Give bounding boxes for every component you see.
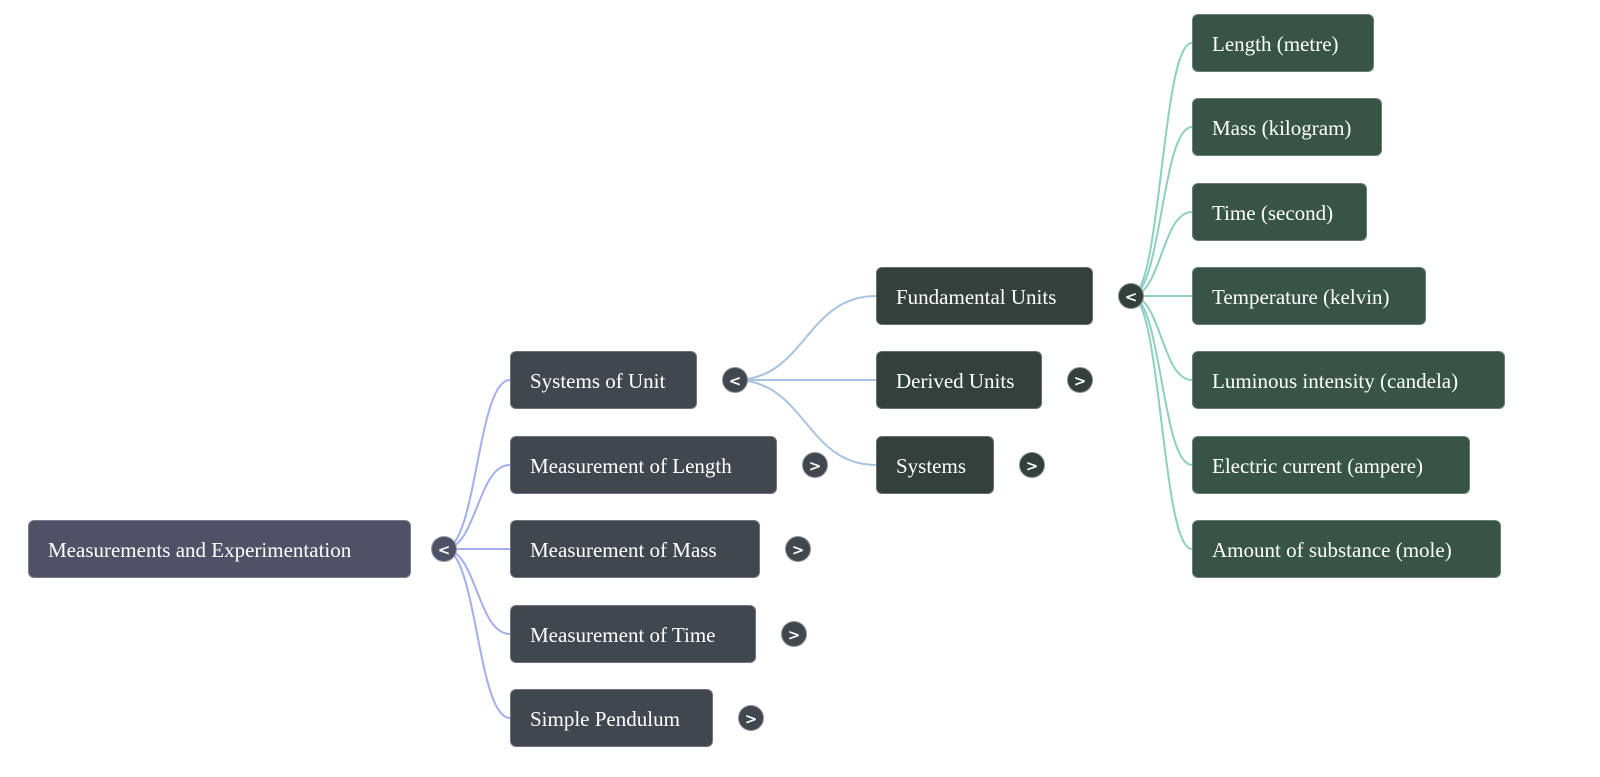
- connector-luminous-intensity: [1130, 295, 1193, 381]
- node-label: Derived Units: [896, 369, 1015, 393]
- expand-toggle-simple-pendulum[interactable]: >: [738, 705, 764, 731]
- node-label: Amount of substance (mole): [1212, 538, 1452, 562]
- node-label: Mass (kilogram): [1212, 116, 1352, 140]
- node-systems-of-unit[interactable]: Systems of Unit: [510, 351, 697, 409]
- node-measurement-of-mass[interactable]: Measurement of Mass: [510, 520, 760, 578]
- node-label: Measurement of Length: [530, 454, 732, 478]
- expand-toggle-derived-units[interactable]: >: [1067, 367, 1093, 393]
- connector-amount-of-substance: [1130, 295, 1193, 550]
- node-length-metre[interactable]: Length (metre): [1192, 14, 1374, 72]
- node-label: Systems of Unit: [530, 369, 666, 393]
- node-amount-of-substance-mole[interactable]: Amount of substance (mole): [1192, 520, 1501, 578]
- node-label: Measurement of Time: [530, 623, 716, 647]
- connector-measurement-of-time: [443, 548, 511, 635]
- node-label: Luminous intensity (candela): [1212, 369, 1459, 393]
- node-mass-kilogram[interactable]: Mass (kilogram): [1192, 98, 1382, 156]
- node-measurement-of-length[interactable]: Measurement of Length: [510, 436, 777, 494]
- connector-electric-current: [1130, 295, 1193, 466]
- node-label: Fundamental Units: [896, 285, 1057, 309]
- node-label: Temperature (kelvin): [1212, 285, 1390, 309]
- node-label: Systems: [896, 454, 967, 478]
- connector-mass: [1130, 126, 1193, 297]
- connector-systems-of-unit: [443, 379, 511, 550]
- connector-systems: [734, 379, 877, 466]
- connector-length: [1130, 42, 1193, 297]
- systems-of-unit-links: [734, 295, 877, 466]
- node-electric-current-ampere[interactable]: Electric current (ampere): [1192, 436, 1470, 494]
- connector-measurement-of-length: [443, 464, 511, 550]
- expand-toggle-measurement-of-length[interactable]: >: [802, 452, 828, 478]
- node-measurement-of-time[interactable]: Measurement of Time: [510, 605, 756, 663]
- node-temperature-kelvin[interactable]: Temperature (kelvin): [1192, 267, 1426, 325]
- node-label: Electric current (ampere): [1212, 454, 1424, 478]
- expand-toggle-measurement-of-time[interactable]: >: [781, 621, 807, 647]
- node-time-second[interactable]: Time (second): [1192, 183, 1367, 241]
- node-systems[interactable]: Systems: [876, 436, 994, 494]
- node-root-measurements-and-experimentation[interactable]: Measurements and Experimentation: [28, 520, 411, 578]
- connector-time: [1130, 211, 1193, 297]
- node-derived-units[interactable]: Derived Units: [876, 351, 1042, 409]
- collapse-toggle-systems-of-unit[interactable]: <: [722, 367, 748, 393]
- connector-simple-pendulum: [443, 548, 511, 719]
- connector-fundamental-units: [734, 295, 877, 381]
- collapse-toggle-root[interactable]: <: [431, 536, 457, 562]
- expand-toggle-systems[interactable]: >: [1019, 452, 1045, 478]
- node-label: Measurement of Mass: [530, 538, 717, 562]
- expand-toggle-measurement-of-mass[interactable]: >: [785, 536, 811, 562]
- node-fundamental-units[interactable]: Fundamental Units: [876, 267, 1093, 325]
- node-label: Simple Pendulum: [530, 707, 680, 731]
- node-label: Measurements and Experimentation: [48, 538, 352, 562]
- node-luminous-intensity-candela[interactable]: Luminous intensity (candela): [1192, 351, 1505, 409]
- node-label: Time (second): [1212, 201, 1334, 225]
- node-simple-pendulum[interactable]: Simple Pendulum: [510, 689, 713, 747]
- node-label: Length (metre): [1212, 32, 1339, 56]
- collapse-toggle-fundamental-units[interactable]: <: [1118, 283, 1144, 309]
